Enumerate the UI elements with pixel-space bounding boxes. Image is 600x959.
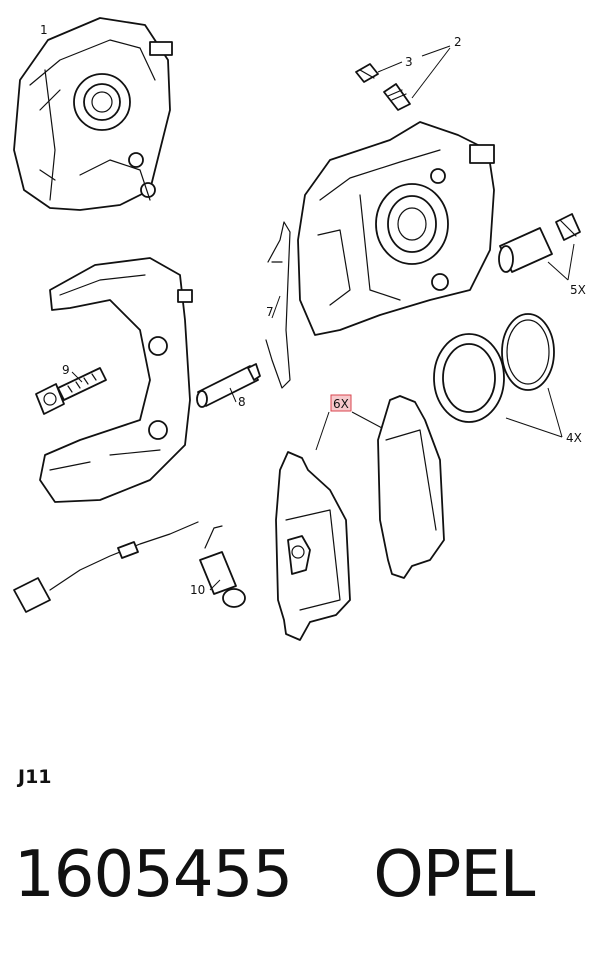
part-info: 1605455 OPEL: [14, 838, 535, 912]
part-number: 1605455: [14, 838, 293, 912]
brake-pad-inner-part-6x: [275, 451, 351, 641]
callout-9: 9: [62, 363, 70, 377]
piston-seal-part-4x: [433, 313, 555, 423]
callout-2: 2: [454, 35, 462, 49]
section-code: J11: [18, 766, 52, 788]
callout-3: 3: [405, 55, 413, 69]
callout-4x: 4X: [566, 431, 582, 445]
bleed-screw-part-3: [355, 63, 411, 111]
guide-sleeve-part-5x: [498, 213, 581, 273]
callout-1: 1: [40, 23, 48, 37]
callout-6x-highlight: [330, 394, 352, 412]
caliper-assembly-part-1: [13, 17, 173, 211]
callout-8: 8: [238, 395, 246, 409]
leader-lines: [71, 45, 575, 591]
brand-name: OPEL: [373, 838, 535, 912]
callout-7: 7: [266, 305, 274, 319]
callout-5x: 5X: [570, 283, 586, 297]
brake-caliper-exploded-diagram: 1 2 3 5X 7 9 8 6X 4X 10: [13, 17, 586, 641]
spring-clip-part-7: [265, 221, 291, 389]
bolt-part-9: [35, 367, 107, 415]
caliper-bracket: [39, 257, 193, 503]
callout-10: 10: [190, 583, 205, 597]
brake-pad-outer-part-6x: [377, 395, 445, 579]
caliper-housing: [297, 121, 495, 336]
guide-pin-part-8: [196, 363, 261, 408]
wear-sensor-part-10: [13, 521, 246, 613]
callout-6x: 6X: [333, 397, 349, 411]
